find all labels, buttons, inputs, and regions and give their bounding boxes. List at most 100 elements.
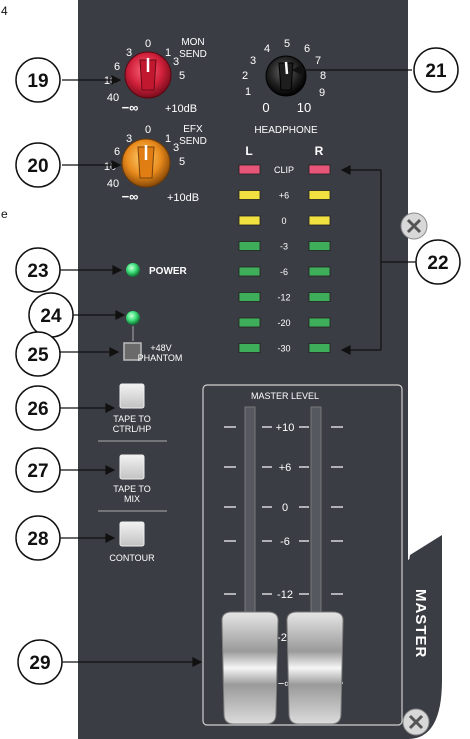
callout-28: 28 [27, 529, 48, 550]
fader-scale-mark: -6 [224, 536, 343, 548]
hp-max-label: 10 [297, 100, 311, 115]
efx-send-label-line2: SEND [179, 136, 207, 147]
tape-to-mix-button[interactable] [119, 454, 145, 480]
phantom-switch[interactable] [123, 342, 142, 361]
meter-row: -6 [238, 266, 331, 277]
callout-22-circle [415, 239, 461, 285]
phantom-label-line2: PHANTOM [138, 353, 183, 363]
hp-scale-1: 1 [245, 86, 251, 98]
tape-to-ctrl-hp-label-line2: CTRL/HP [113, 424, 152, 434]
hp-scale-6: 6 [304, 43, 310, 55]
meter-row-label: -12 [277, 293, 290, 303]
headphone-knob-pointer [284, 61, 289, 75]
callout-21-circle [413, 47, 459, 93]
fader-cap-right[interactable] [286, 611, 344, 725]
fader-scale-label: +6 [279, 462, 292, 474]
level-meter: L R CLIP+60-3-6-12-20-30 [238, 144, 331, 354]
callout-27: 27 [27, 461, 48, 482]
meter-led-left [238, 164, 261, 175]
power-label: POWER [149, 266, 188, 277]
tape-to-ctrl-hp-label: TAPE TO [113, 414, 151, 424]
meter-row: 0 [238, 215, 331, 226]
callout-29-circle [17, 639, 63, 685]
meter-led-left [238, 190, 261, 200]
meter-left-label: L [245, 144, 252, 158]
callout-20-circle [15, 142, 61, 188]
meter-row: -3 [238, 241, 331, 252]
mon-max-label: +10dB [165, 103, 197, 115]
efx-scale-40: 40 [107, 178, 119, 190]
fader-scale-mark: +6 [224, 462, 343, 474]
callout-25-circle [15, 331, 61, 377]
meter-led-right [308, 190, 331, 200]
efx-send-label: EFX [183, 124, 203, 135]
meter-row-label: -6 [280, 267, 288, 277]
mon-scale-0: 0 [145, 38, 151, 50]
mon-send-label-line2: SEND [179, 49, 207, 60]
panel-screw-upper [400, 212, 428, 240]
meter-led-left [238, 343, 261, 353]
tape-to-ctrl-hp-button[interactable] [119, 383, 145, 409]
fader-cap-left[interactable] [221, 611, 279, 725]
mon-send-knob-group: MON SEND 0 1 3 6 10 40 3 5 −∞ +10dB [104, 37, 207, 115]
mon-send-knob-cap[interactable] [139, 59, 157, 91]
meter-led-left [238, 317, 261, 328]
headphone-knob-cap[interactable] [278, 62, 294, 91]
meter-row-label: -20 [277, 318, 290, 328]
meter-led-right [308, 343, 331, 353]
hp-scale-9: 9 [319, 87, 325, 99]
mon-scale-5: 5 [179, 70, 185, 82]
tape-to-mix-label-line2: MIX [124, 494, 140, 504]
hp-min-label: 0 [262, 100, 269, 115]
contour-button[interactable] [119, 521, 145, 547]
hp-scale-7: 7 [315, 55, 321, 67]
hp-scale-3: 3 [250, 55, 256, 67]
meter-row: -20 [238, 317, 331, 328]
page-letter-fragment: e [1, 207, 8, 221]
headphone-label: HEADPHONE [254, 125, 318, 136]
master-fader-frame [202, 384, 403, 726]
master-level-label: MASTER LEVEL [251, 391, 319, 401]
hp-scale-4: 4 [264, 43, 270, 55]
meter-led-right [308, 164, 331, 175]
meter-row-label: CLIP [274, 165, 294, 175]
headphone-knob-group: 5 4 6 3 7 2 8 1 9 0 10 HEADPHONE [242, 38, 326, 136]
callout-27-circle [15, 447, 61, 493]
fader-scale-mark: -12 [224, 589, 343, 601]
page-number-fragment: 4 [1, 4, 8, 18]
tape-to-mix-label: TAPE TO [113, 484, 151, 494]
phantom-label: +48V [150, 343, 171, 353]
callout-29: 29 [29, 653, 50, 674]
efx-send-knob-cap[interactable] [137, 146, 155, 179]
meter-row-label: -3 [280, 242, 288, 252]
meter-rows: CLIP+60-3-6-12-20-30 [238, 164, 331, 354]
meter-right-label: R [315, 144, 324, 158]
efx-scale-3r: 3 [173, 142, 179, 154]
mon-scale-40: 40 [107, 92, 119, 104]
efx-max-label: +10dB [167, 192, 199, 204]
callout-24: 24 [40, 306, 62, 327]
efx-scale-3: 3 [126, 133, 132, 145]
meter-led-right [308, 215, 331, 226]
callout-20: 20 [27, 156, 48, 177]
fader-scale-mark: +10 [224, 422, 343, 434]
callout-25: 25 [27, 345, 49, 366]
fader-scale-label: -6 [280, 536, 290, 548]
callout-22: 22 [427, 253, 448, 274]
meter-led-left [238, 241, 261, 251]
hp-scale-2: 2 [242, 70, 248, 82]
mon-scale-1: 1 [165, 47, 171, 59]
callout-26-circle [15, 385, 61, 431]
callout-19-circle [15, 57, 61, 103]
mon-scale-3r: 3 [173, 56, 179, 68]
meter-led-right [308, 317, 331, 328]
callout-23: 23 [27, 261, 48, 282]
callouts: 19 20 21 22 23 24 25 26 27 28 29 [15, 47, 461, 685]
master-tab-label: MASTER [412, 589, 429, 658]
meter-row: -12 [238, 292, 331, 303]
callout-19: 19 [27, 71, 48, 92]
callout-26: 26 [27, 399, 48, 420]
meter-row-label: 0 [281, 216, 286, 226]
meter-row: +6 [238, 190, 331, 201]
